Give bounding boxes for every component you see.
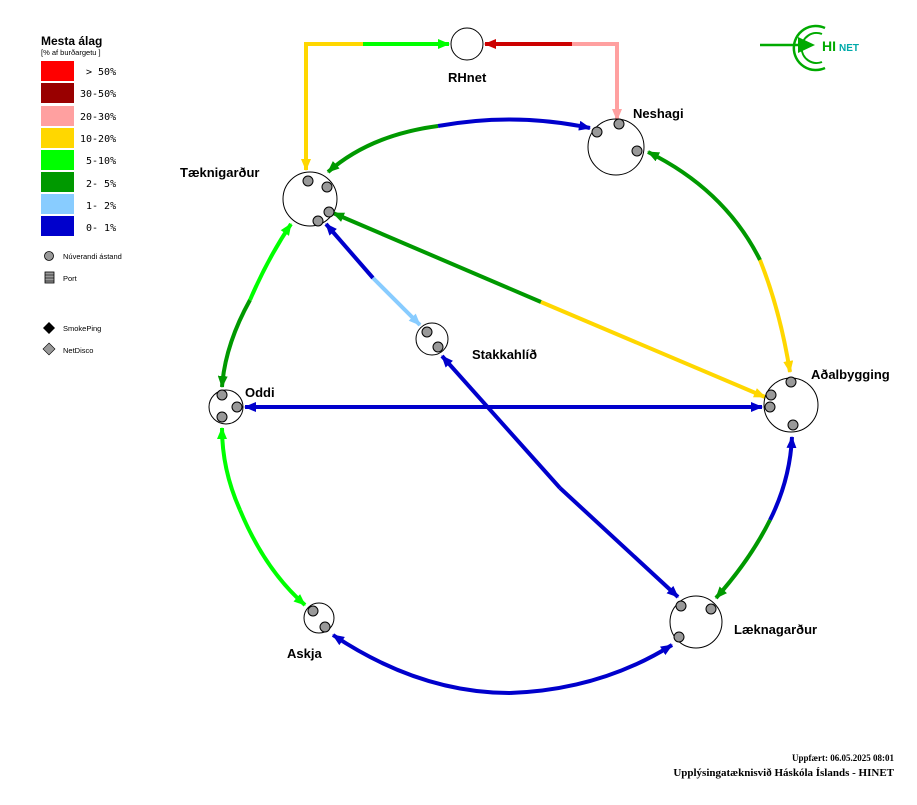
link-laeknagardur-stakkahlid[interactable] [440,354,562,490]
label-askja: Askja [287,646,322,661]
node-labels: RHnet Neshagi Tæknigarður Stakkahlíð Odd… [180,70,890,661]
legend-subtitle: [% af burðargetu ] [41,48,101,57]
label-neshagi: Neshagi [633,106,684,121]
label-rhnet: RHnet [448,70,487,85]
logo-net-text: NET [839,43,859,54]
legend-smokeping-label: SmokePing [63,324,101,333]
legend-label-over-50: > 50% [86,67,116,78]
link-oddi-askja[interactable] [238,509,307,607]
legend-label-0-1: 0- 1% [86,223,116,234]
link-adalbygging-neshagi[interactable] [647,150,762,261]
link-laeknagardur-adalbygging[interactable] [768,436,797,521]
legend-swatch-0-1 [41,216,74,236]
link-askja-laeknagardur[interactable] [509,643,674,695]
link-taeknigardur-oddi[interactable] [217,299,252,388]
legend-label-5-10: 5-10% [86,156,116,167]
label-laeknagardur: Læknagarður [734,622,817,637]
link-adalbygging-taeknigardur[interactable] [332,211,542,304]
link-stakkahlid-laeknagardur[interactable] [558,486,680,599]
link-askja-oddi[interactable] [217,427,242,511]
label-oddi: Oddi [245,385,275,400]
link-adalbygging-laeknagardur[interactable] [714,519,772,600]
legend-swatch-over-50 [41,61,74,81]
link-laeknagardur-askja[interactable] [331,633,511,695]
legend-label-10-20: 10-20% [80,134,116,145]
smokeping-icon [43,322,55,334]
netdisco-icon [42,342,56,356]
legend-swatch-5-10 [41,150,74,170]
link-taeknigardur-rhnet[interactable] [304,39,450,163]
legend: Mesta álag [% af burðargetu ] > 50% 30-5… [41,34,122,356]
node-rhnet[interactable] [450,27,484,61]
link-neshagi-adalbygging[interactable] [758,259,794,373]
link-neshagi-rhnet[interactable] [484,39,619,107]
logo-hi-text: HI [822,38,836,54]
node-neshagi[interactable] [587,118,645,176]
legend-label-30-50: 30-50% [80,89,116,100]
legend-label-20-30: 20-30% [80,112,116,123]
link-oddi-taeknigardur[interactable] [248,222,293,301]
legend-swatch-30-50 [41,83,74,103]
status-dot-icon [44,251,54,261]
label-taeknigardur: Tæknigarður [180,165,259,180]
node-laeknagardur[interactable] [669,595,723,649]
footer-org: Upplýsingatæknisvið Háskóla Íslands - HI… [673,767,894,779]
legend-swatch-2-5 [41,172,74,192]
legend-netdisco-label: NetDisco [63,346,93,355]
legend-swatch-20-30 [41,106,74,126]
nodes [208,27,819,649]
link-taeknigardur-stakkahlid[interactable] [371,276,422,327]
node-stakkahlid[interactable] [415,322,449,356]
legend-label-2-5: 2- 5% [86,179,116,190]
legend-port-label: Port [63,274,78,283]
legend-title: Mesta álag [41,34,102,48]
legend-swatch-10-20 [41,128,74,148]
links [217,39,797,695]
hinet-logo: HI NET [760,24,859,72]
port-icon [44,271,55,284]
legend-status-label: Núverandi ástand [63,252,122,261]
node-taeknigardur[interactable] [282,171,338,227]
link-neshagi-taeknigardur[interactable] [326,124,439,174]
label-adalbygging: Aðalbygging [811,367,890,382]
footer-updated: Uppfært: 06.05.2025 08:01 [792,753,894,763]
node-oddi[interactable] [208,389,244,425]
link-taeknigardur-neshagi[interactable] [437,117,591,131]
legend-label-1-2: 1- 2% [86,201,116,212]
link-stakkahlid-taeknigardur[interactable] [324,222,375,280]
node-adalbygging[interactable] [763,376,819,433]
legend-swatch-1-2 [41,194,74,214]
node-askja[interactable] [303,602,335,634]
label-stakkahlid: Stakkahlíð [472,347,537,362]
link-taeknigardur-adalbygging[interactable] [540,300,766,399]
